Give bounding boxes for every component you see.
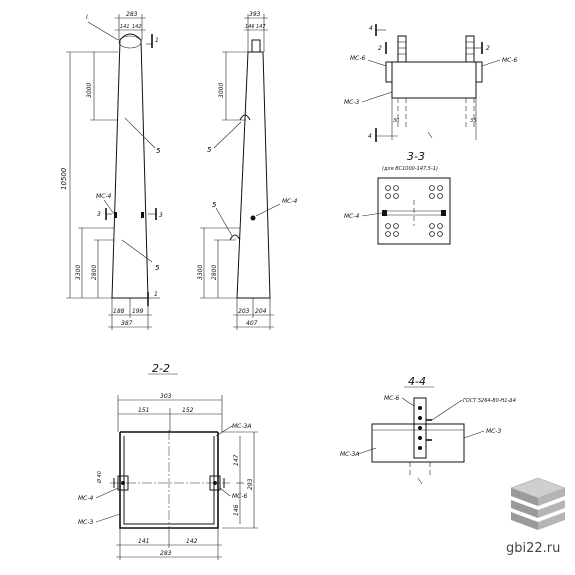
view1-mark4-bottom: 4	[368, 133, 372, 140]
side-bot-left: 203	[238, 308, 250, 315]
sec44-mc6: МС-6	[384, 395, 400, 402]
sec22-b141: 141	[138, 538, 149, 545]
side-item5-lower: 5	[212, 201, 217, 209]
view1-mc3: МС-3	[344, 99, 360, 106]
sec44-mc3: МС-3	[486, 428, 502, 435]
view1-mc6-left: МС-6	[350, 55, 366, 62]
front-top-sub2: 142	[132, 24, 142, 30]
side-bot-right: 204	[255, 308, 267, 315]
front-height-total: 10500	[60, 167, 68, 190]
view1-dim30: 30	[393, 118, 399, 124]
sec22-b283: 283	[160, 550, 172, 557]
front-h3000: 3000	[86, 83, 93, 98]
side-top-sub: 146	[245, 24, 255, 30]
sec22-h293: 293	[247, 478, 254, 490]
side-h3300: 3300	[197, 265, 204, 280]
sec22-mc3a: МС-3А	[232, 423, 251, 430]
sec22-width-total: 303	[160, 393, 172, 400]
view1-mark4-top: 4	[369, 25, 373, 32]
front-mc4: МС-4	[96, 193, 112, 200]
sec33-title: 3-3	[407, 150, 425, 163]
sec22-h147: 147	[233, 454, 240, 466]
sec22-b142: 142	[186, 538, 198, 545]
side-bot-total: 407	[246, 320, 258, 327]
front-top-mark: I	[86, 14, 88, 21]
front-bot-total: 387	[121, 320, 133, 327]
section-2-2: 2-2 303 151 152 Ø 40 МС-4 МС-3 МС-3А МС-…	[78, 362, 258, 560]
view1-dim35: 35	[470, 118, 476, 124]
view1-mark2-right: 2	[486, 45, 490, 52]
side-elevation: 393 146 147 3000 5 МС-4 5 3300 2800 203	[197, 11, 298, 330]
front-bot-right: 199	[132, 308, 144, 315]
view-1: 4 2 2 МС-6 МС-6 МС-3	[344, 24, 518, 142]
watermark-text: gbi22.ru	[506, 541, 560, 556]
front-h2800: 2800	[91, 265, 98, 280]
front-top-sub: 141	[120, 24, 130, 30]
sec33-subtitle: (для ВС1000-147,5-1)	[382, 166, 438, 172]
watermark-logo: gbi22.ru	[506, 477, 566, 556]
front-bot-left: 188	[113, 308, 125, 315]
sec44-title: 4-4	[408, 375, 426, 388]
sec22-phi: Ø 40	[96, 471, 103, 484]
side-h2800: 2800	[211, 265, 218, 280]
side-width-dim: 393	[249, 11, 261, 18]
front-item5-lower: 5	[155, 264, 160, 272]
view1-mc6-right: МС-6	[502, 57, 518, 64]
front-elevation: 283 141 142 I 1 10500 3000 5 МС-4 3 3	[60, 11, 163, 330]
front-width-dim: 283	[126, 11, 138, 18]
side-item5-upper: 5	[207, 146, 212, 154]
front-sec3-left: 3	[97, 211, 101, 218]
front-sec1-top: 1	[155, 37, 159, 44]
sec22-h146: 146	[233, 504, 240, 516]
sec22-w151: 151	[138, 407, 149, 414]
sec22-w152: 152	[182, 407, 194, 414]
front-sec3-right: 3	[159, 212, 163, 219]
side-mc4: МС-4	[282, 198, 298, 205]
front-h3300: 3300	[75, 265, 82, 280]
sec22-mc4: МС-4	[78, 495, 94, 502]
sec22-mc3: МС-3	[78, 519, 94, 526]
section-3-3: 3-3 (для ВС1000-147,5-1) МС-4	[344, 150, 451, 245]
sec44-mc3a: МС-3А	[340, 451, 359, 458]
front-item5-upper: 5	[156, 147, 161, 155]
sec44-gost: ГОСТ 5264-80-Н1-Δ4	[463, 398, 516, 404]
front-sec1-bottom: 1	[154, 291, 158, 298]
side-top-sub2: 147	[256, 24, 266, 30]
sec22-title: 2-2	[152, 362, 170, 375]
side-h3000: 3000	[218, 83, 225, 98]
sec33-mc4: МС-4	[344, 213, 360, 220]
view1-mark2-left: 2	[378, 45, 382, 52]
section-4-4: 4-4 МС-6 ГОСТ 5264-80-Н1-Δ4 МС-3 МС-3А	[340, 375, 516, 485]
